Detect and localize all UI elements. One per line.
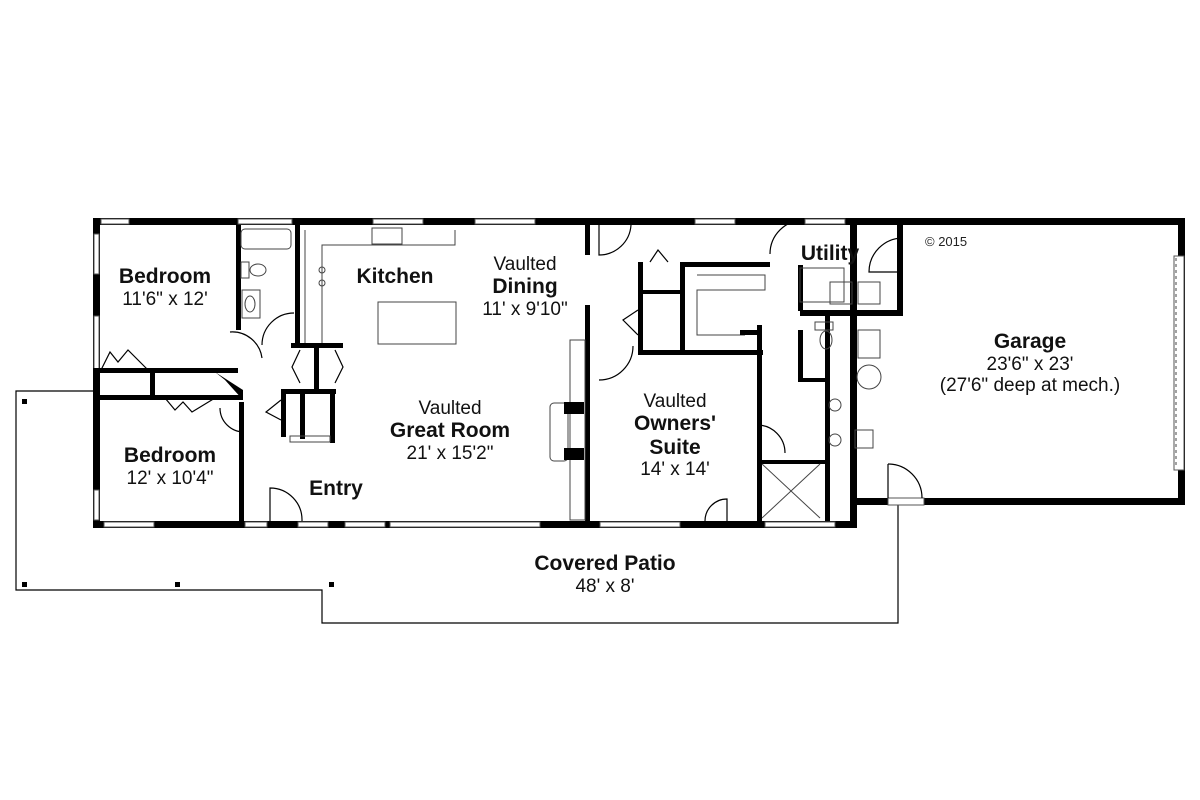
fireplace [549,225,590,521]
kitchen-fixtures [264,227,457,522]
room-size: 12' x 10'4" [126,467,214,489]
garage-walls [800,218,1185,506]
room-name: Bedroom [123,444,217,467]
room-name: Entry [309,477,363,500]
room-label-bedroom-1: Bedroom 11'6" x 12' [95,265,235,310]
room-name: Kitchen [356,265,434,288]
room-name-line1: Owners' [633,412,717,436]
room-prefix: Vaulted [643,391,707,412]
room-label-utility: Utility [790,242,870,266]
room-note: (27'6" deep at mech.) [939,374,1121,396]
room-label-dining: Vaulted Dining 11' x 9'10" [455,254,595,320]
owners-suite-walls [598,219,805,522]
room-label-entry: Entry [296,477,376,501]
room-label-covered-patio: Covered Patio 48' x 8' [505,552,705,597]
room-label-kitchen: Kitchen [335,265,455,289]
room-size: 14' x 14' [640,459,710,481]
room-label-owners-suite: Vaulted Owners' Suite 14' x 14' [610,391,740,481]
covered-patio-outline [15,390,899,624]
room-name: Dining [492,275,558,299]
room-size: 48' x 8' [575,575,635,597]
bedroom-walls [93,225,263,522]
room-name: Garage [993,330,1067,353]
room-prefix: Vaulted [493,254,557,275]
owners-bath [760,265,881,521]
room-prefix: Vaulted [418,398,482,419]
room-name: Great Room [389,419,511,443]
copyright-text: © 2015 [925,234,968,249]
room-size: 11'6" x 12' [122,288,208,310]
room-label-great-room: Vaulted Great Room 21' x 15'2" [370,398,530,464]
room-name: Bedroom [118,265,212,288]
room-name: Utility [800,242,860,265]
room-label-garage: Garage 23'6" x 23' (27'6" deep at mech.) [905,330,1155,396]
room-name-line2: Suite [649,435,701,459]
room-label-bedroom-2: Bedroom 12' x 10'4" [100,444,240,489]
room-size: 23'6" x 23' [986,353,1074,375]
room-size: 21' x 15'2" [406,442,494,464]
hall-bath [240,225,300,346]
room-size: 11' x 9'10" [482,298,568,320]
room-name: Covered Patio [534,552,676,575]
